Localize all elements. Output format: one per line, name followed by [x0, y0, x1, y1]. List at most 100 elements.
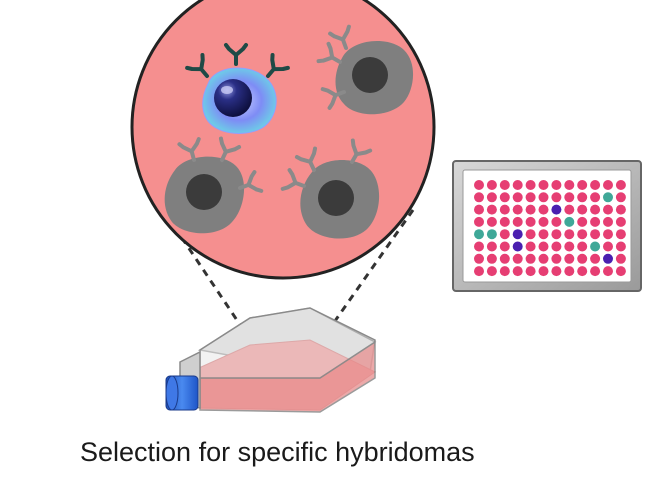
well: [615, 204, 626, 215]
well: [603, 180, 613, 190]
well: [590, 204, 601, 215]
well: [525, 180, 536, 190]
well: [577, 253, 588, 264]
well: [615, 180, 626, 190]
well: [615, 192, 626, 203]
well: [564, 229, 575, 240]
well: [474, 180, 484, 190]
well: [499, 229, 510, 240]
well: [512, 216, 523, 227]
well: [512, 180, 523, 190]
well: [615, 241, 626, 252]
well: [512, 204, 523, 215]
well: [564, 192, 575, 203]
well: [512, 266, 523, 277]
well: [525, 204, 536, 215]
well: [474, 216, 484, 227]
positive-well: [603, 253, 613, 264]
positive-well: [512, 241, 523, 252]
well: [538, 192, 549, 203]
positive-well: [512, 229, 523, 240]
96-well-plate-icon: [452, 160, 642, 292]
caption: Selection for specific hybridomas: [80, 437, 475, 467]
well: [486, 204, 497, 215]
well: [538, 266, 549, 277]
well: [551, 216, 562, 227]
positive-well: [603, 192, 613, 203]
well: [474, 253, 484, 264]
well: [525, 192, 536, 203]
well: [615, 216, 626, 227]
well: [486, 192, 497, 203]
well-grid: [474, 180, 626, 277]
well: [512, 192, 523, 203]
well: [499, 216, 510, 227]
well: [486, 180, 497, 190]
well: [486, 216, 497, 227]
well: [564, 253, 575, 264]
well: [577, 216, 588, 227]
well: [499, 266, 510, 277]
well: [499, 192, 510, 203]
positive-well: [590, 241, 601, 252]
well: [538, 229, 549, 240]
well: [603, 229, 613, 240]
well: [486, 253, 497, 264]
culture-flask-icon: [165, 307, 377, 413]
well: [538, 216, 549, 227]
well: [590, 229, 601, 240]
well: [551, 253, 562, 264]
well: [512, 253, 523, 264]
hybridoma-cell-icon: [300, 160, 380, 239]
well: [577, 241, 588, 252]
well: [603, 266, 613, 277]
well: [474, 266, 484, 277]
well: [525, 266, 536, 277]
well: [577, 229, 588, 240]
well: [615, 266, 626, 277]
positive-well: [551, 204, 562, 215]
well: [564, 204, 575, 215]
well: [538, 241, 549, 252]
well: [486, 241, 497, 252]
magnified-view-circle: [130, 0, 436, 280]
well: [499, 241, 510, 252]
well: [551, 266, 562, 277]
well: [538, 253, 549, 264]
well: [577, 204, 588, 215]
positive-well: [486, 229, 497, 240]
well: [499, 204, 510, 215]
well: [525, 229, 536, 240]
hybridoma-cell-icon: [164, 156, 245, 234]
positive-well: [564, 216, 575, 227]
well: [474, 241, 484, 252]
well: [577, 180, 588, 190]
well: [590, 192, 601, 203]
well: [538, 204, 549, 215]
well: [590, 266, 601, 277]
well: [525, 216, 536, 227]
well: [551, 192, 562, 203]
well: [615, 253, 626, 264]
well: [551, 241, 562, 252]
well: [603, 241, 613, 252]
well: [474, 204, 484, 215]
hybridoma-cell-icon: [335, 40, 414, 115]
well: [590, 253, 601, 264]
well: [603, 216, 613, 227]
well: [538, 180, 549, 190]
well: [577, 266, 588, 277]
well: [525, 253, 536, 264]
well: [603, 204, 613, 215]
positive-well: [474, 229, 484, 240]
well: [577, 192, 588, 203]
plasma-b-cell-icon: [202, 67, 277, 134]
well: [590, 180, 601, 190]
well: [525, 241, 536, 252]
well: [486, 266, 497, 277]
well: [564, 241, 575, 252]
well: [551, 180, 562, 190]
well: [590, 216, 601, 227]
well: [551, 229, 562, 240]
